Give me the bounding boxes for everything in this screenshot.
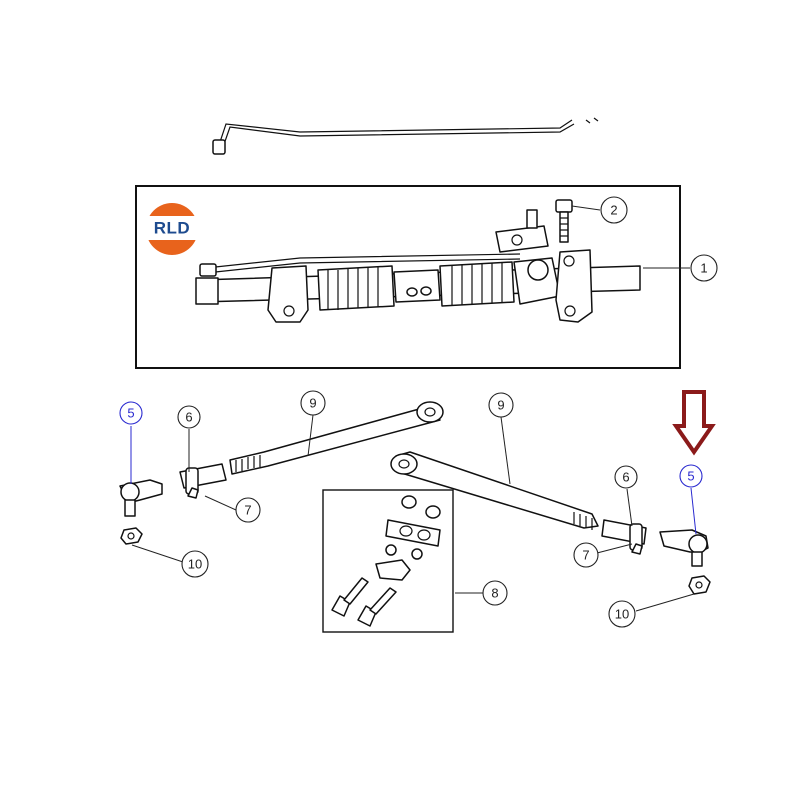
- tie-rod-end-right: [659, 529, 709, 567]
- callout-6-left: 6: [177, 405, 201, 429]
- callout-5-right: 5: [679, 464, 703, 488]
- svg-text:10: 10: [188, 557, 202, 572]
- callout-9-right: 9: [488, 392, 514, 418]
- nut-right: [688, 575, 711, 595]
- svg-text:9: 9: [497, 398, 504, 413]
- adjusting-sleeve-left: [179, 463, 227, 499]
- svg-text:1: 1: [700, 261, 707, 276]
- svg-text:7: 7: [244, 503, 251, 518]
- svg-text:6: 6: [185, 410, 192, 425]
- callout-5-left: 5: [119, 401, 143, 425]
- steering-gear-frame: [135, 185, 681, 369]
- svg-text:7: 7: [582, 548, 589, 563]
- highlight-arrow: [672, 390, 716, 456]
- callout-9-left: 9: [300, 390, 326, 416]
- logo-text: RLD: [154, 219, 190, 238]
- callout-7-right: 7: [573, 542, 599, 568]
- callout-2: 2: [600, 196, 628, 224]
- hardware-kit: [331, 495, 441, 627]
- svg-text:5: 5: [127, 406, 134, 421]
- adjusting-sleeve-right: [601, 519, 647, 555]
- hardware-kit-frame: [322, 489, 454, 633]
- svg-text:8: 8: [491, 586, 498, 601]
- pressure-line: [212, 117, 599, 155]
- callout-1: 1: [690, 254, 718, 282]
- callout-6-right: 6: [614, 465, 638, 489]
- tie-rod-end-left: [119, 479, 163, 517]
- svg-text:10: 10: [615, 607, 629, 622]
- tie-rod-right: [390, 451, 599, 530]
- nut-left: [120, 527, 143, 545]
- tie-rod-left: [229, 401, 444, 475]
- svg-text:5: 5: [687, 469, 694, 484]
- svg-text:6: 6: [622, 470, 629, 485]
- callout-7-left: 7: [235, 497, 261, 523]
- svg-text:9: 9: [309, 396, 316, 411]
- callout-8: 8: [482, 580, 508, 606]
- callout-10-left: 10: [181, 550, 209, 578]
- svg-text:2: 2: [610, 203, 617, 218]
- steering-rack: [195, 199, 641, 323]
- callout-10-right: 10: [608, 600, 636, 628]
- rld-logo: RLD: [144, 203, 200, 255]
